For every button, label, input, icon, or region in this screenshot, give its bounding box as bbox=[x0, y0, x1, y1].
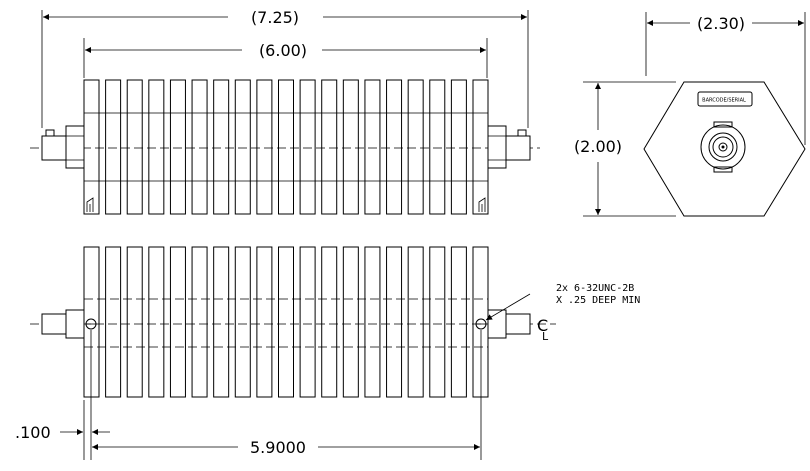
connector-left-top bbox=[41, 125, 85, 169]
fin-top-17 bbox=[429, 79, 446, 215]
barcode-label-text: BARCODE/SERIAL bbox=[702, 98, 746, 104]
dim-body-length: (6.00) bbox=[259, 41, 307, 60]
fin-bottom-9 bbox=[256, 246, 273, 398]
fin-top-19 bbox=[472, 79, 489, 215]
fin-top-18 bbox=[450, 79, 467, 215]
fin-bottom-18 bbox=[450, 246, 467, 398]
fin-bottom-4 bbox=[148, 246, 165, 398]
fin-top-3 bbox=[126, 79, 143, 215]
fin-bottom-11 bbox=[299, 246, 316, 398]
connector-left-bottom bbox=[41, 309, 85, 339]
fin-top-4 bbox=[148, 79, 165, 215]
fin-top-16 bbox=[407, 79, 424, 215]
connector-right-bottom bbox=[487, 309, 531, 339]
note-leader bbox=[485, 293, 531, 321]
centerline-symbol: C L bbox=[537, 316, 549, 343]
dim-hole-offset: .100 bbox=[15, 423, 51, 442]
heatsink-fins-top bbox=[83, 79, 489, 215]
fin-top-8 bbox=[234, 79, 251, 215]
thread-note-line1: 2x 6-32UNC-2B bbox=[556, 283, 634, 294]
fin-bottom-10 bbox=[278, 246, 294, 398]
connector-right-top bbox=[487, 125, 531, 169]
centerline-l: L bbox=[542, 330, 549, 343]
centerline-c: C bbox=[537, 316, 548, 335]
thread-note-line2: X .25 DEEP MIN bbox=[556, 295, 640, 306]
dim-hole-spacing: 5.9000 bbox=[250, 438, 306, 457]
fin-top-9 bbox=[256, 79, 273, 215]
fin-top-2 bbox=[105, 79, 122, 215]
fin-bottom-3 bbox=[126, 246, 143, 398]
fin-bottom-8 bbox=[234, 246, 251, 398]
fin-bottom-13 bbox=[342, 246, 359, 398]
fin-top-13 bbox=[342, 79, 359, 215]
fin-top-10 bbox=[278, 79, 294, 215]
dim-overall-length: (7.25) bbox=[251, 8, 299, 27]
foot-marker-right bbox=[478, 197, 486, 212]
fin-top-1 bbox=[83, 79, 100, 215]
fin-top-14 bbox=[364, 79, 381, 215]
fin-bottom-15 bbox=[386, 246, 403, 398]
end-view: (2.30) (2.00) BARCODE/SERIAL bbox=[574, 12, 806, 217]
fin-bottom-2 bbox=[105, 246, 122, 398]
tapped-hole-right bbox=[475, 318, 487, 330]
fin-top-7 bbox=[213, 79, 230, 215]
fin-bottom-17 bbox=[429, 246, 446, 398]
fin-bottom-14 bbox=[364, 246, 381, 398]
fin-top-6 bbox=[191, 79, 208, 215]
fin-top-5 bbox=[169, 79, 186, 215]
dim-height: (2.00) bbox=[574, 137, 622, 156]
bottom-view: 2x 6-32UNC-2B X .25 DEEP MIN C L .100 5.… bbox=[15, 246, 640, 460]
fin-bottom-5 bbox=[169, 246, 186, 398]
fin-bottom-7 bbox=[213, 246, 230, 398]
fin-top-12 bbox=[321, 79, 338, 215]
fin-bottom-6 bbox=[191, 246, 208, 398]
coax-connector-end bbox=[700, 121, 746, 173]
top-side-view: (7.25) (6.00) bbox=[30, 8, 540, 215]
heatsink-fins-bottom bbox=[83, 246, 489, 398]
foot-marker-left bbox=[86, 197, 94, 212]
fin-top-11 bbox=[299, 79, 316, 215]
tapped-hole-left bbox=[85, 318, 97, 330]
fin-bottom-12 bbox=[321, 246, 338, 398]
fin-bottom-16 bbox=[407, 246, 424, 398]
barcode-label bbox=[697, 91, 753, 107]
dim-width: (2.30) bbox=[697, 14, 745, 33]
hex-body-outline bbox=[643, 81, 806, 217]
fin-top-15 bbox=[386, 79, 403, 215]
